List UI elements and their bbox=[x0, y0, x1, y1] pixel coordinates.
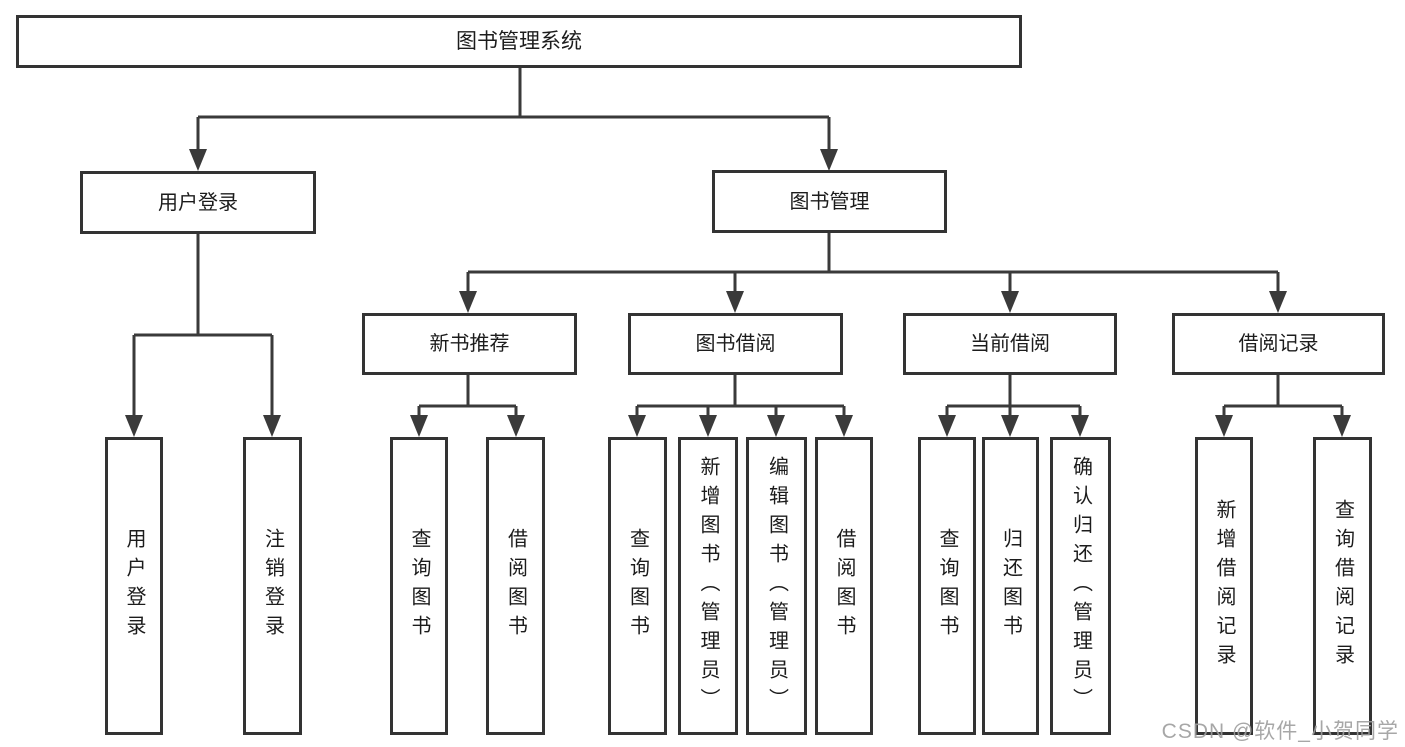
csdn-watermark: CSDN @软件_小贺同学 bbox=[1161, 720, 1399, 743]
leaf-rec-query-books-label: 查询图书 bbox=[408, 528, 430, 644]
leaf-confirm-return-admin-label: 确认归还（管理员） bbox=[1069, 455, 1092, 717]
leaf-return-books-label: 归还图书 bbox=[999, 528, 1022, 644]
leaf-logout: 注销登录 bbox=[243, 437, 302, 735]
leaf-current-query-books: 查询图书 bbox=[918, 437, 976, 735]
leaf-query-borrow-record-label: 查询借阅记录 bbox=[1331, 499, 1354, 673]
leaf-borrow-books-label: 借阅图书 bbox=[833, 528, 855, 644]
node-book-borrowing-label: 图书借阅 bbox=[695, 333, 776, 355]
leaf-add-books-admin-label: 新增图书（管理员） bbox=[697, 455, 719, 717]
leaf-query-borrow-record: 查询借阅记录 bbox=[1313, 437, 1372, 735]
leaf-add-borrow-record: 新增借阅记录 bbox=[1195, 437, 1253, 735]
node-book-borrowing: 图书借阅 bbox=[628, 313, 843, 375]
leaf-user-login: 用户登录 bbox=[105, 437, 163, 735]
leaf-rec-query-books: 查询图书 bbox=[390, 437, 448, 735]
leaf-current-query-books-label: 查询图书 bbox=[936, 528, 958, 644]
leaf-logout-label: 注销登录 bbox=[261, 528, 284, 644]
leaf-edit-books-admin: 编辑图书（管理员） bbox=[746, 437, 807, 735]
node-current-borrowing-label: 当前借阅 bbox=[970, 333, 1050, 355]
node-user-login-label: 用户登录 bbox=[158, 191, 238, 214]
node-current-borrowing: 当前借阅 bbox=[903, 313, 1117, 375]
leaf-add-borrow-record-label: 新增借阅记录 bbox=[1213, 499, 1235, 673]
leaf-borrow-query-books: 查询图书 bbox=[608, 437, 667, 735]
leaf-edit-books-admin-label: 编辑图书（管理员） bbox=[765, 455, 788, 717]
leaf-borrow-books: 借阅图书 bbox=[815, 437, 873, 735]
node-borrowing-records-label: 借阅记录 bbox=[1238, 333, 1319, 355]
node-user-login: 用户登录 bbox=[80, 171, 316, 234]
node-book-management-label: 图书管理 bbox=[789, 190, 870, 213]
leaf-confirm-return-admin: 确认归还（管理员） bbox=[1050, 437, 1111, 735]
leaf-add-books-admin: 新增图书（管理员） bbox=[678, 437, 738, 735]
node-book-management: 图书管理 bbox=[712, 170, 947, 233]
node-root: 图书管理系统 bbox=[16, 15, 1022, 68]
leaf-return-books: 归还图书 bbox=[982, 437, 1039, 735]
node-new-book-recommend: 新书推荐 bbox=[362, 313, 577, 375]
leaf-borrow-query-books-label: 查询图书 bbox=[626, 528, 649, 644]
connector-paths bbox=[132, 66, 1344, 423]
node-root-label: 图书管理系统 bbox=[456, 30, 582, 53]
leaf-rec-borrow-books-label: 借阅图书 bbox=[504, 528, 527, 644]
leaf-user-login-label: 用户登录 bbox=[123, 528, 145, 644]
node-new-book-recommend-label: 新书推荐 bbox=[429, 333, 510, 355]
node-borrowing-records: 借阅记录 bbox=[1172, 313, 1385, 375]
leaf-rec-borrow-books: 借阅图书 bbox=[486, 437, 545, 735]
arrowheads bbox=[125, 149, 1351, 437]
